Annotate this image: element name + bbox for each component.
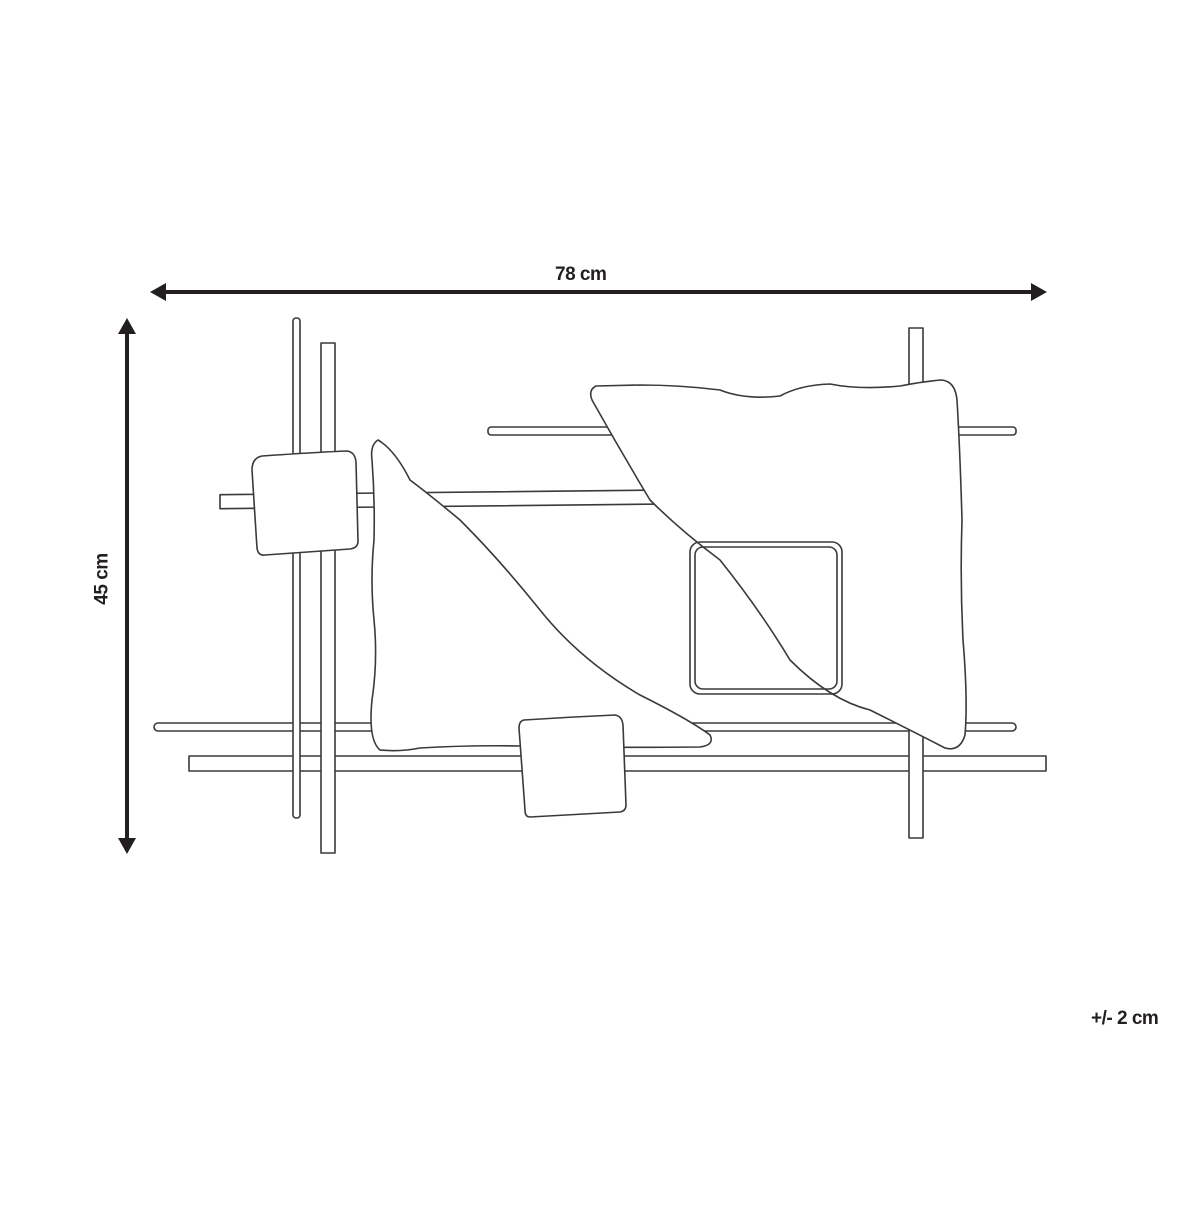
width-label: 78 cm	[555, 264, 607, 285]
center-square-frame	[689, 541, 843, 695]
small-square-bottom	[518, 714, 627, 818]
tolerance-label: +/- 2 cm	[1091, 1008, 1159, 1029]
right-organic-shape	[589, 379, 967, 750]
small-square-left	[251, 450, 359, 556]
width-dimension-arrow	[150, 283, 1047, 301]
height-label: 45 cm	[91, 553, 113, 605]
height-dimension-arrow	[118, 318, 136, 854]
